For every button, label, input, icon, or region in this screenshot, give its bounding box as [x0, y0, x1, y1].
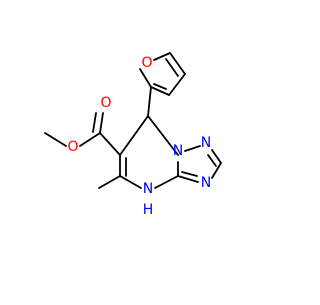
bond-furan-c3-c2-double [153, 83, 167, 90]
structure-drawing: O O O N N N N H [44, 52, 222, 218]
bond-furan-c3-c2 [150, 86, 170, 96]
bond-n4-c3a-double [181, 171, 198, 177]
bond-ester-o-methyl [44, 132, 67, 147]
bond-furan-o-c5 [153, 52, 171, 61]
bond-c5-nh [119, 175, 142, 189]
bond-c-n4 [211, 162, 222, 179]
bond-n1-n2 [184, 145, 201, 152]
bond-carbonyl-c-o-double [92, 112, 97, 133]
atom-label-nitrogen-n4: N [201, 175, 211, 191]
atom-label-carbonyl-oxygen: O [100, 95, 111, 111]
bond-c6-carbonyl-c [99, 132, 121, 156]
atom-label-furan-oxygen: O [141, 55, 152, 71]
bond-n2-c [211, 149, 222, 164]
bond-carbonyl-c-ester-o [79, 132, 101, 147]
bond-n4-c3a [177, 175, 199, 183]
atom-label-nitrogen-n2: N [201, 135, 211, 151]
bond-c2-c7 [147, 86, 152, 117]
bond-nh-c3a [154, 175, 179, 189]
bond-furan-c4-c3 [168, 73, 186, 96]
bond-c7-n1 [147, 115, 179, 156]
bond-furan-c5-c4 [169, 52, 186, 75]
bond-c7-c6 [119, 115, 149, 156]
bond-c5-methyl [98, 175, 121, 189]
atom-label-ester-oxygen: O [67, 139, 78, 155]
bond-furan-c5-c4-double [165, 58, 179, 77]
bond-n2-c-double [207, 154, 217, 167]
bond-furan-o-c2 [139, 68, 152, 88]
atom-label-nitrogen-n1: N [173, 143, 183, 159]
molecule-diagram: O O O N N N N H [44, 52, 222, 218]
atom-label-nh-hydrogen: H [143, 202, 154, 218]
bond-carbonyl-c-o [99, 112, 104, 134]
atom-label-nh-nitrogen: N [143, 181, 153, 197]
